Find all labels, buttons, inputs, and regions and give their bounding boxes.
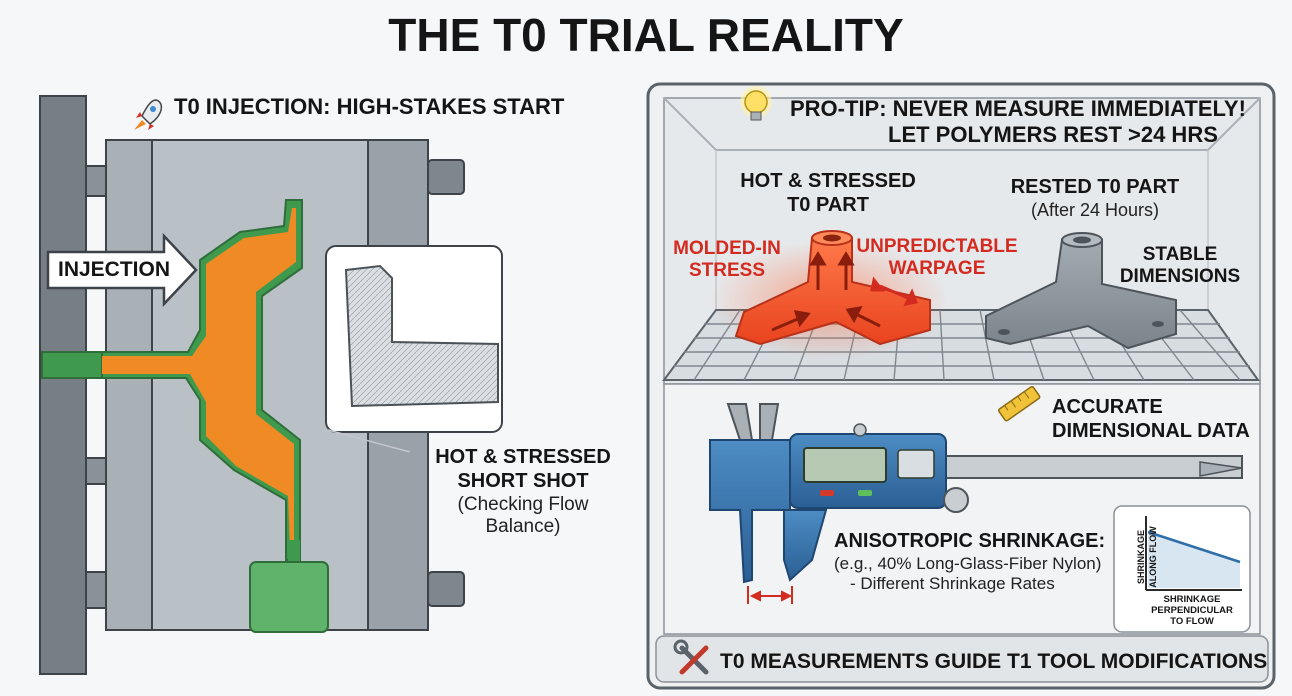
rested-part-line2: (After 24 Hours) <box>1030 200 1160 220</box>
anisotropic-line3: - Different Shrinkage Rates <box>850 574 1055 593</box>
guide-pin <box>427 159 465 195</box>
pro-tip-line1: PRO-TIP: NEVER MEASURE IMMEDIATELY! <box>790 96 1246 121</box>
mold-left-half <box>105 139 153 631</box>
footer-text: T0 MEASUREMENTS GUIDE T1 TOOL MODIFICATI… <box>720 650 1268 673</box>
short-shot-line4: Balance) <box>485 516 561 537</box>
ruler-icon <box>998 385 1041 422</box>
digital-caliper <box>709 403 1243 604</box>
guide-pin <box>427 571 465 607</box>
molten-plastic <box>102 208 296 548</box>
shrinkage-mini-chart <box>1113 505 1251 633</box>
shrinkage-trend-line <box>1147 530 1241 564</box>
short-shot-line1: HOT & STRESSED <box>435 446 611 468</box>
anisotropic-line1: ANISOTROPIC SHRINKAGE: <box>834 530 1106 552</box>
footer-bar <box>655 635 1269 683</box>
short-shot-line3: (Checking Flow <box>457 494 589 515</box>
warpage-arrow-icon <box>870 276 919 307</box>
rocket-icon <box>134 99 163 130</box>
page-title: THE T0 TRIAL REALITY <box>388 9 904 61</box>
stable-line2: DIMENSIONS <box>1119 266 1241 287</box>
stable-line1: STABLE <box>1142 244 1218 265</box>
accurate-line1: ACCURATE <box>1052 396 1163 418</box>
anisotropic-line2: (e.g., 40% Long-Glass-Fiber Nylon) <box>834 554 1102 573</box>
caliper-off-button <box>820 490 834 496</box>
hot-part-line1: HOT & STRESSED <box>740 170 916 192</box>
guide-pin <box>85 165 109 197</box>
caliper-on-button <box>858 490 872 496</box>
caliper-display <box>803 447 887 483</box>
injection-arrow-icon <box>46 232 198 308</box>
molded-stress-line1: MOLDED-IN <box>673 238 781 259</box>
mini-chart-ylabel-line1: SHRINKAGE <box>1136 530 1146 585</box>
hot-part-line2: T0 PART <box>787 194 869 216</box>
hot-t0-part <box>710 230 950 360</box>
rested-part-line1: RESTED T0 PART <box>1010 176 1180 198</box>
left-panel-header: T0 INJECTION: HIGH-STAKES START <box>174 94 565 119</box>
injection-label: INJECTION <box>58 258 171 281</box>
mini-chart-xlabel-line2: PERPENDICULAR <box>1151 605 1233 616</box>
rested-t0-part <box>985 232 1177 350</box>
short-shot-zoom-callout <box>325 245 503 453</box>
mini-chart-xlabel-line1: SHRINKAGE <box>1163 594 1221 605</box>
mini-chart-xlabel-line3: TO FLOW <box>1170 616 1214 627</box>
pro-tip-line2: LET POLYMERS REST >24 HRS <box>888 122 1218 147</box>
warpage-line1: UNPREDICTABLE <box>856 236 1018 257</box>
short-shot-line2: SHORT SHOT <box>457 470 589 492</box>
mold-back-plate <box>39 95 87 675</box>
gate <box>288 540 300 566</box>
lightbulb-icon <box>740 86 772 121</box>
accurate-line2: DIMENSIONAL DATA <box>1052 420 1250 442</box>
short-shot-section <box>344 264 499 408</box>
molded-stress-line2: STRESS <box>688 260 766 281</box>
guide-pin <box>85 571 109 609</box>
mini-chart-ylabel-line2: ALONG FLOW <box>1148 526 1158 588</box>
tools-icon <box>673 639 709 675</box>
runner-block <box>249 561 329 633</box>
sprue-channel <box>41 351 103 379</box>
warpage-line2: WARPAGE <box>888 258 986 279</box>
